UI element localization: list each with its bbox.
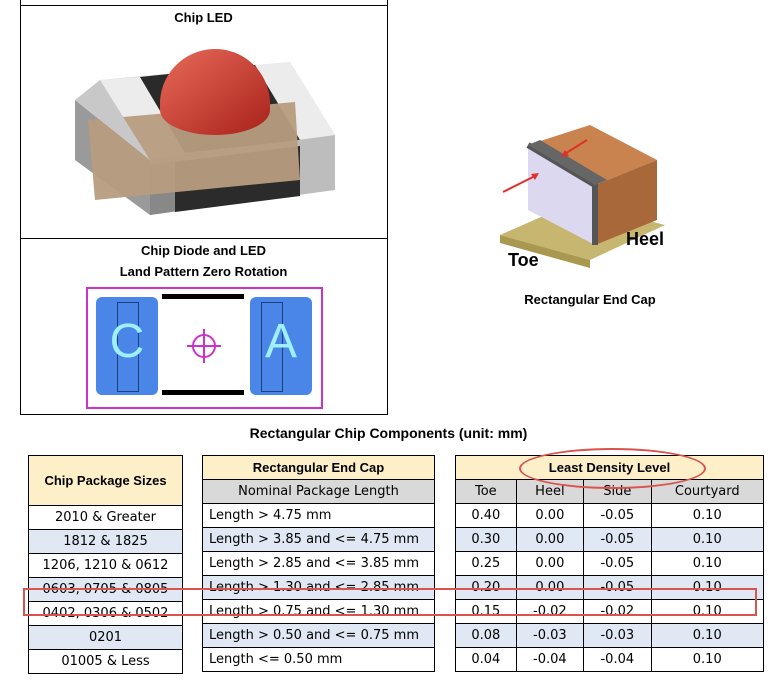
table-cell: -0.04 (583, 647, 652, 672)
table-cell: 0201 (28, 625, 183, 650)
nominal-length-header: Nominal Package Length (202, 479, 435, 504)
col-toe: Toe (455, 479, 517, 504)
table-cell: Length > 3.85 and <= 4.75 mm (202, 527, 435, 552)
table-cell: 0402, 0306 & 0502 (28, 601, 183, 626)
heel-label: Heel (626, 229, 665, 249)
table-cell: -0.02 (515, 599, 585, 624)
table-cell: 0.10 (650, 647, 765, 672)
top-rule (20, 5, 387, 6)
table-cell: 0.00 (515, 527, 585, 552)
table-cell: 1812 & 1825 (28, 529, 183, 554)
package-size-header: Chip Package Sizes (28, 455, 183, 506)
pad-cathode-label: C (109, 315, 145, 368)
table-cell: -0.04 (515, 647, 585, 672)
table-cell: -0.05 (583, 503, 652, 528)
land-pattern-title-2: Land Pattern Zero Rotation (119, 264, 288, 279)
table-cell: 0.30 (455, 527, 517, 552)
table-cell: Length > 1.30 and <= 2.85 mm (202, 575, 435, 600)
table-cell: Length <= 0.50 mm (202, 647, 435, 672)
end-cap-image (500, 125, 665, 268)
table-cell: 0.25 (455, 551, 517, 576)
chip-led-title: Chip LED (174, 10, 233, 25)
table-cell: 0.00 (515, 551, 585, 576)
pad-anode-label: A (264, 315, 297, 368)
pad-cathode-inner (117, 302, 139, 392)
pad-cathode (96, 297, 158, 395)
least-density-highlight-ellipse (519, 448, 706, 489)
origin-crosshair-icon (187, 329, 221, 363)
land-pattern-title-1: Chip Diode and LED (141, 243, 266, 258)
chip-led-panel (20, 0, 388, 239)
land-pattern-outline (86, 287, 323, 409)
table-cell: Length > 2.85 and <= 3.85 mm (202, 551, 435, 576)
table-title: Rectangular Chip Components (unit: mm) (249, 425, 528, 441)
table-cell: 0.20 (455, 575, 517, 600)
table-cell: 0.04 (455, 647, 517, 672)
end-cap-table: Rectangular End Cap Nominal Package Leng… (202, 455, 435, 672)
chip-led-image (75, 48, 335, 215)
table-cell: 01005 & Less (28, 649, 183, 674)
table-cell: -0.03 (583, 623, 652, 648)
end-cap-header: Rectangular End Cap (202, 455, 435, 480)
table-cell: Length > 4.75 mm (202, 503, 435, 528)
toe-label: Toe (508, 250, 539, 270)
table-cell: 0.40 (455, 503, 517, 528)
table-cell: 0.10 (650, 623, 765, 648)
table-cell: 2010 & Greater (28, 505, 183, 530)
table-cell: 0.00 (515, 503, 585, 528)
table-cell: 1206, 1210 & 0612 (28, 553, 183, 578)
end-cap-caption: Rectangular End Cap (524, 292, 656, 307)
table-cell: 0.10 (650, 551, 765, 576)
table-cell: -0.05 (583, 551, 652, 576)
table-cell: 0.10 (650, 503, 765, 528)
table-cell: -0.05 (583, 575, 652, 600)
package-size-table: Chip Package Sizes 2010 & Greater 1812 &… (28, 455, 183, 674)
table-cell: 0.08 (455, 623, 517, 648)
silkscreen-bottom (162, 390, 244, 395)
row-highlight-0603 (23, 588, 757, 616)
pad-anode-inner (261, 302, 283, 392)
table-cell: Length > 0.50 and <= 0.75 mm (202, 623, 435, 648)
pad-anode (250, 297, 312, 395)
table-cell: 0.10 (650, 527, 765, 552)
table-cell: -0.03 (515, 623, 585, 648)
land-pattern-panel (20, 239, 388, 415)
table-cell: -0.05 (583, 527, 652, 552)
silkscreen-top (162, 294, 244, 299)
